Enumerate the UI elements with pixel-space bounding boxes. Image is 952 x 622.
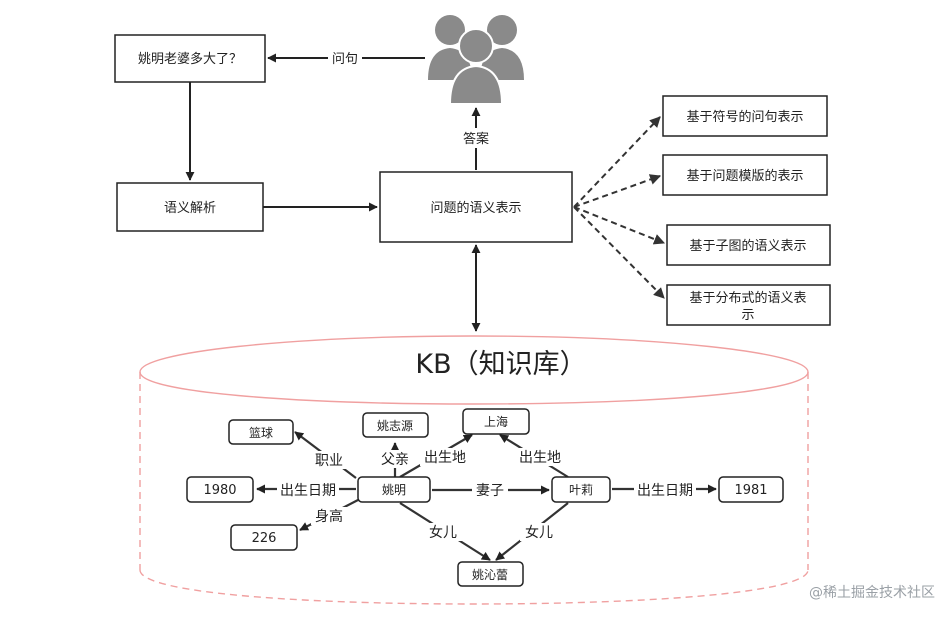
- kb-title: KB（知识库）: [415, 349, 586, 380]
- users-group-icon: [428, 15, 524, 105]
- question-box: 姚明老婆多大了？: [114, 34, 266, 83]
- method-box-3-label: 基于子图的语义表示: [689, 238, 806, 254]
- watermark: @稀土掘金技术社区: [809, 585, 935, 601]
- semantic-box: 问题的语义表示: [379, 171, 573, 243]
- kb-node-1981-label: 1981: [734, 483, 767, 498]
- method-box-4-label-line1: 基于分布式的语义表: [689, 290, 806, 306]
- dashed-arrow-method-4: [573, 206, 665, 299]
- kb-node-1980-label: 1980: [203, 483, 236, 498]
- kb-edge-birthplace-yao-label: 出生地: [424, 450, 466, 466]
- kb-node-yao-qinlei: 姚沁蕾: [457, 561, 524, 587]
- kb-edge-height-label: 身高: [315, 508, 343, 525]
- semantic-box-label: 问题的语义表示: [430, 200, 521, 216]
- kb-edge-daughter-ye-label: 女儿: [525, 524, 553, 541]
- method-box-2: 基于问题模版的表示: [662, 154, 828, 196]
- method-box-1: 基于符号的问句表示: [662, 95, 828, 137]
- kb-node-226: 226: [230, 524, 298, 551]
- method-box-4-label-line2: 示: [741, 308, 754, 323]
- kb-node-1981: 1981: [718, 476, 784, 503]
- kb-node-basketball: 篮球: [228, 419, 294, 445]
- method-box-3: 基于子图的语义表示: [666, 224, 831, 266]
- kb-edge-birthdate-yao-label: 出生日期: [280, 483, 336, 499]
- dashed-arrow-method-1: [573, 116, 661, 208]
- kb-node-226-label: 226: [252, 531, 277, 546]
- kb-node-1980: 1980: [186, 476, 254, 503]
- kb-edge-father-label: 父亲: [381, 452, 409, 468]
- kb-node-shanghai: 上海: [462, 408, 530, 435]
- kb-edge-birthdate-ye-label: 出生日期: [637, 483, 693, 499]
- kb-node-shanghai-label: 上海: [484, 414, 508, 429]
- kb-node-yao-ming: 姚明: [357, 476, 431, 503]
- edge-answer-label: 答案: [463, 131, 489, 147]
- kb-node-yao-zhiyuan-label: 姚志源: [377, 419, 413, 433]
- kb-node-yao-qinlei-label: 姚沁蕾: [472, 568, 508, 582]
- dashed-arrow-method-3: [573, 206, 666, 245]
- method-box-2-label: 基于问题模版的表示: [686, 168, 803, 184]
- parse-box-label: 语义解析: [164, 201, 216, 216]
- method-box-1-label: 基于符号的问句表示: [686, 109, 803, 125]
- parse-box: 语义解析: [116, 182, 264, 232]
- kb-node-yao-ming-label: 姚明: [382, 483, 406, 497]
- kb-node-basketball-label: 篮球: [249, 425, 273, 440]
- kb-cylinder: [139, 335, 809, 605]
- kb-edge-birthplace-ye-label: 出生地: [519, 450, 561, 466]
- kb-edge-daughter-yao-label: 女儿: [429, 524, 457, 541]
- dashed-arrow-method-2: [573, 174, 662, 208]
- question-box-label: 姚明老婆多大了？: [138, 51, 242, 67]
- kb-node-ye-li-label: 叶莉: [569, 483, 593, 497]
- kb-node-yao-zhiyuan: 姚志源: [362, 412, 429, 438]
- edge-ask-label: 问句: [332, 52, 358, 67]
- kb-edge-occupation-label: 职业: [315, 453, 343, 469]
- method-box-4: 基于分布式的语义表 示: [666, 284, 831, 326]
- kb-edge-wife-label: 妻子: [476, 483, 504, 499]
- kb-node-ye-li: 叶莉: [551, 476, 611, 503]
